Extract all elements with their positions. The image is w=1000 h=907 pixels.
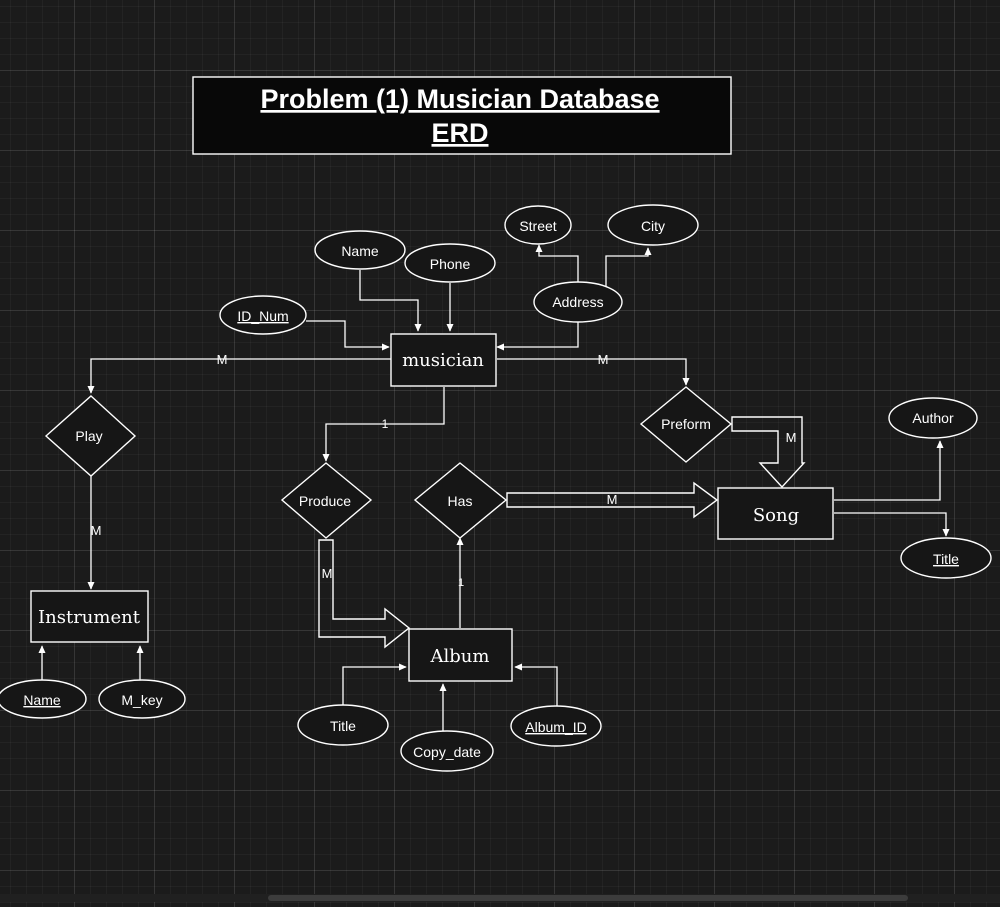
cardinality-preform-song: M bbox=[786, 430, 797, 445]
relationship-produce[interactable]: Produce bbox=[280, 462, 373, 539]
attribute-album-id[interactable]: Album_ID bbox=[510, 705, 602, 747]
edge-musician-preform[interactable] bbox=[497, 358, 690, 386]
edge-address-musician[interactable] bbox=[496, 322, 579, 351]
cardinality-album-has: 1 bbox=[458, 577, 464, 589]
diagram-title[interactable]: Problem (1) Musician Database ERD bbox=[192, 76, 732, 155]
edge-song-author[interactable] bbox=[834, 440, 944, 501]
cardinality-produce-album: M bbox=[322, 566, 333, 581]
entity-musician[interactable]: musician bbox=[390, 333, 497, 387]
edge-address-street[interactable] bbox=[535, 244, 579, 283]
entity-album[interactable]: Album bbox=[408, 628, 513, 682]
entity-instrument[interactable]: Instrument bbox=[30, 590, 149, 643]
attribute-m-key[interactable]: M_key bbox=[98, 679, 186, 719]
edge-albumid-album[interactable] bbox=[514, 663, 558, 708]
attribute-author[interactable]: Author bbox=[888, 397, 978, 439]
relationship-play-label: Play bbox=[75, 428, 102, 444]
attribute-album-title[interactable]: Title bbox=[297, 704, 389, 746]
attribute-phone-label: Phone bbox=[430, 256, 471, 272]
edge-title-album[interactable] bbox=[342, 663, 407, 705]
attribute-street[interactable]: Street bbox=[504, 205, 572, 245]
entity-song[interactable]: Song bbox=[717, 487, 834, 540]
horizontal-scrollbar-thumb[interactable] bbox=[268, 895, 908, 901]
block-arrow-produce-album[interactable] bbox=[318, 539, 411, 649]
relationship-has[interactable]: Has bbox=[413, 462, 508, 539]
cardinality-musician-produce: 1 bbox=[382, 417, 389, 431]
relationship-preform[interactable]: Preform bbox=[639, 386, 733, 463]
attribute-copy-date[interactable]: Copy_date bbox=[400, 730, 494, 772]
attribute-name[interactable]: Name bbox=[314, 230, 406, 270]
cardinality-has-song: M bbox=[607, 492, 618, 507]
relationship-has-label: Has bbox=[448, 493, 473, 509]
attribute-copy-date-label: Copy_date bbox=[413, 744, 481, 760]
relationship-produce-label: Produce bbox=[299, 493, 351, 509]
entity-song-label: Song bbox=[753, 505, 799, 526]
attribute-street-label: Street bbox=[519, 218, 556, 234]
attribute-address[interactable]: Address bbox=[533, 281, 623, 323]
attribute-phone[interactable]: Phone bbox=[404, 243, 496, 283]
edge-musician-produce[interactable] bbox=[322, 387, 445, 462]
cardinality-play-instrument: M bbox=[91, 523, 102, 538]
edge-idnum-musician[interactable] bbox=[306, 320, 390, 351]
attribute-id-num[interactable]: ID_Num bbox=[219, 295, 307, 335]
attribute-album-title-label: Title bbox=[330, 718, 356, 734]
relationship-play[interactable]: Play bbox=[44, 395, 137, 477]
title-line-1: Problem (1) Musician Database bbox=[260, 84, 659, 114]
attribute-name-label: Name bbox=[341, 243, 379, 259]
relationship-preform-label: Preform bbox=[661, 416, 711, 432]
attribute-author-label: Author bbox=[912, 410, 954, 426]
attribute-song-title-label: Title bbox=[933, 551, 959, 567]
cardinality-musician-play: M bbox=[217, 352, 228, 367]
attribute-album-id-label: Album_ID bbox=[525, 719, 586, 735]
entity-album-label: Album bbox=[430, 646, 490, 667]
entity-instrument-label: Instrument bbox=[38, 607, 141, 628]
edge-address-city[interactable] bbox=[605, 247, 652, 288]
entity-musician-label: musician bbox=[402, 350, 484, 371]
block-arrow-has-song[interactable] bbox=[506, 481, 719, 519]
title-line-2: ERD bbox=[431, 118, 488, 148]
edge-musician-play[interactable] bbox=[87, 358, 391, 394]
attribute-instrument-name[interactable]: Name bbox=[0, 679, 87, 719]
attribute-song-title[interactable]: Title bbox=[900, 537, 992, 579]
block-arrow-preform-song[interactable] bbox=[731, 416, 806, 489]
attribute-city-label: City bbox=[641, 218, 665, 234]
attribute-instrument-name-label: Name bbox=[23, 692, 61, 708]
attribute-address-label: Address bbox=[552, 294, 603, 310]
edge-name-musician[interactable] bbox=[359, 270, 422, 332]
edge-song-title[interactable] bbox=[834, 512, 950, 537]
attribute-city[interactable]: City bbox=[607, 204, 699, 246]
attribute-m-key-label: M_key bbox=[121, 692, 162, 708]
cardinality-musician-preform: M bbox=[598, 352, 609, 367]
attribute-id-num-label: ID_Num bbox=[237, 308, 288, 324]
